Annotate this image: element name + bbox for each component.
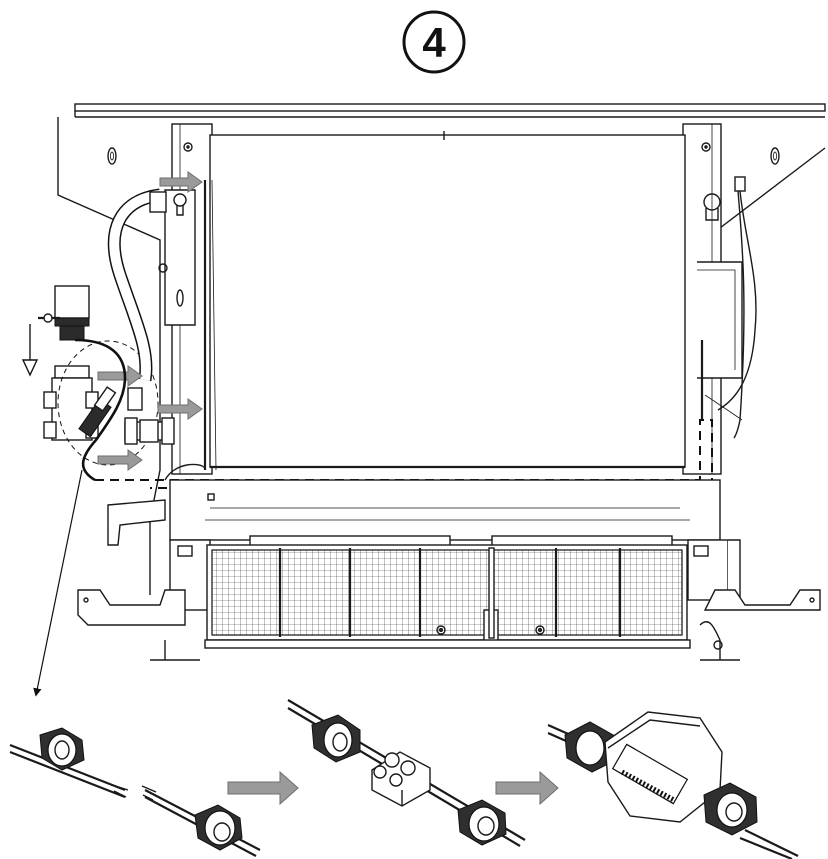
detail-step-junction	[547, 711, 799, 859]
junction-box	[604, 711, 723, 823]
down-arrow	[21, 324, 39, 377]
mounting-feet	[77, 589, 821, 661]
power-cable	[74, 338, 127, 482]
electrical-box	[697, 176, 757, 439]
step-badge: 4	[402, 10, 466, 74]
detail-step-separated	[9, 727, 261, 857]
condensate-pump	[38, 285, 90, 341]
detail-highlight	[57, 340, 159, 466]
step-number: 4	[422, 19, 446, 66]
gland-nut-c-left	[564, 721, 617, 773]
step-circle	[402, 10, 466, 74]
gland-nut-c-right	[703, 782, 758, 836]
intake-grille	[204, 544, 691, 649]
step-arrow-1	[227, 770, 299, 806]
pipe-fittings	[124, 191, 175, 445]
coil-panel	[203, 131, 686, 471]
flow-arrows	[97, 171, 203, 471]
detail-leader	[33, 469, 83, 697]
gland-nut-right	[194, 804, 243, 851]
detail-step-terminal	[287, 699, 526, 847]
step-arrow-2	[495, 770, 559, 806]
gland-nut-left	[39, 727, 85, 771]
left-bracket	[57, 117, 161, 595]
gland-nut-b-right	[457, 799, 507, 846]
top-plate	[74, 103, 826, 118]
gland-nut-b-left	[311, 714, 361, 763]
terminal-block	[371, 751, 431, 807]
